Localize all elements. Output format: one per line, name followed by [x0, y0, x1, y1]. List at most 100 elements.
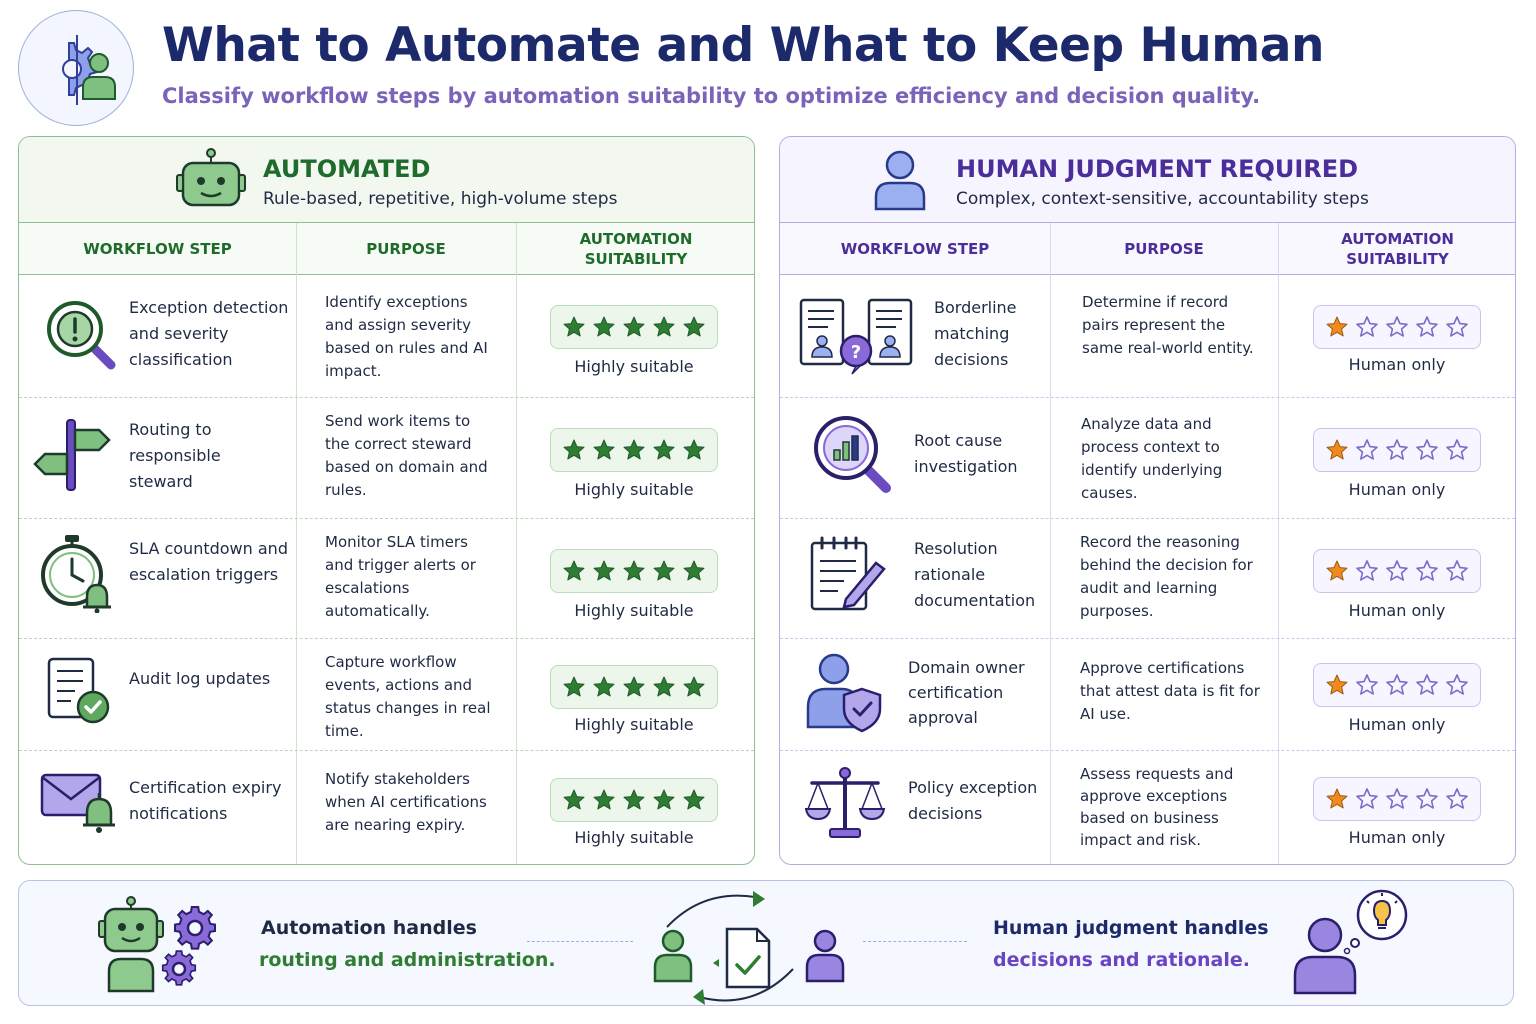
star-empty-icon — [1446, 316, 1468, 337]
footer-automation-line2: routing and administration. — [259, 949, 556, 971]
star-filled-icon — [653, 439, 675, 460]
footer-automation-line1: Automation handles — [261, 917, 477, 939]
rating-stars — [550, 778, 718, 822]
header-logo — [18, 10, 134, 126]
step-label: SLA countdown and escalation triggers — [129, 539, 288, 584]
star-empty-icon — [1356, 316, 1378, 337]
star-filled-icon — [623, 676, 645, 697]
star-filled-icon — [593, 316, 615, 337]
human-title: HUMAN JUDGMENT REQUIRED — [956, 155, 1359, 183]
star-empty-icon — [1386, 788, 1408, 809]
alert-magnifier-icon — [47, 301, 116, 370]
gear-person-icon — [62, 35, 116, 105]
star-empty-icon — [1416, 788, 1438, 809]
footer-human-line1: Human judgment handles — [993, 917, 1269, 939]
purpose-text: Identify exceptions and assign severity … — [325, 293, 488, 380]
summary-footer: Automation handles routing and administr… — [18, 880, 1514, 1006]
star-empty-icon — [1356, 788, 1378, 809]
table-row: Resolution rationale documentation Recor… — [780, 518, 1515, 638]
human-column-headers: WORKFLOW STEP PURPOSE AUTOMATION SUITABI… — [780, 223, 1515, 275]
table-row: Policy exception decisions Assess reques… — [780, 750, 1515, 864]
automated-column-headers: WORKFLOW STEP PURPOSE AUTOMATION SUITABI… — [19, 223, 754, 275]
person-shield-icon — [806, 653, 882, 733]
column-header-purpose: PURPOSE — [1124, 240, 1204, 258]
purpose-text: Notify stakeholders when AI certificatio… — [325, 770, 487, 834]
star-empty-icon — [1386, 560, 1408, 581]
page-title: What to Automate and What to Keep Human — [162, 18, 1324, 73]
step-label: Exception detection and severity classif… — [129, 298, 289, 369]
star-empty-icon — [1356, 560, 1378, 581]
suitability-label: Human only — [1348, 480, 1446, 499]
purpose-text: Monitor SLA timers and trigger alerts or… — [325, 533, 476, 620]
automated-panel-header: AUTOMATED Rule-based, repetitive, high-v… — [19, 137, 754, 223]
column-header-step: WORKFLOW STEP — [840, 240, 990, 258]
page-subtitle: Classify workflow steps by automation su… — [162, 84, 1261, 108]
human-judgment-panel: HUMAN JUDGMENT REQUIRED Complex, context… — [779, 136, 1516, 865]
table-row: Audit log updates Capture workflow event… — [19, 638, 754, 750]
star-empty-icon — [1416, 674, 1438, 695]
step-label: Audit log updates — [129, 669, 271, 688]
star-empty-icon — [1386, 674, 1408, 695]
rating-stars — [1313, 549, 1481, 593]
star-filled-icon — [593, 560, 615, 581]
star-empty-icon — [1446, 560, 1468, 581]
table-row: Routing to responsible steward Send work… — [19, 397, 754, 518]
star-empty-icon — [1446, 439, 1468, 460]
purpose-text: Send work items to the correct steward b… — [325, 412, 488, 499]
step-label: Routing to responsible steward — [129, 420, 221, 491]
star-filled-icon — [623, 789, 645, 810]
column-header-suitability: AUTOMATION SUITABILITY — [1341, 230, 1454, 268]
star-filled-icon — [563, 439, 585, 460]
suitability-label: Human only — [1348, 601, 1446, 620]
star-empty-icon — [1416, 560, 1438, 581]
star-empty-icon — [1356, 674, 1378, 695]
rating-stars — [1313, 663, 1481, 707]
star-filled-icon — [563, 560, 585, 581]
human-description: Complex, context-sensitive, accountabili… — [956, 189, 1369, 209]
star-filled-icon — [683, 560, 705, 581]
table-row: Exception detection and severity classif… — [19, 275, 754, 397]
suitability-label: Highly suitable — [574, 715, 694, 734]
suitability-label: Human only — [1348, 715, 1446, 734]
star-filled-icon — [593, 439, 615, 460]
chart-magnifier-icon — [814, 416, 891, 493]
column-header-purpose: PURPOSE — [366, 240, 446, 258]
star-filled-icon — [653, 560, 675, 581]
star-filled-icon — [1326, 439, 1348, 460]
table-row: SLA countdown and escalation triggers Mo… — [19, 518, 754, 638]
rating-stars — [550, 428, 718, 472]
column-header-step: WORKFLOW STEP — [83, 240, 232, 258]
star-filled-icon — [683, 439, 705, 460]
star-empty-icon — [1356, 439, 1378, 460]
star-empty-icon — [1386, 316, 1408, 337]
star-filled-icon — [623, 316, 645, 337]
star-filled-icon — [1326, 788, 1348, 809]
suitability-label: Highly suitable — [574, 601, 694, 620]
scales-icon — [804, 767, 886, 838]
star-filled-icon — [1326, 316, 1348, 337]
step-label: Certification expiry notifications — [129, 778, 282, 823]
table-row: Certification expiry notifications Notif… — [19, 750, 754, 864]
person-idea-icon — [1293, 889, 1408, 995]
automated-panel: AUTOMATED Rule-based, repetitive, high-v… — [18, 136, 755, 865]
record-match-icon: ? — [799, 298, 913, 375]
star-filled-icon — [593, 789, 615, 810]
star-filled-icon — [623, 439, 645, 460]
suitability-label: Human only — [1348, 828, 1446, 847]
step-label: Domain owner certification approval — [908, 658, 1025, 727]
handoff-cycle-icon — [653, 891, 845, 1005]
suitability-label: Highly suitable — [574, 480, 694, 499]
human-panel-header: HUMAN JUDGMENT REQUIRED Complex, context… — [780, 137, 1515, 223]
star-filled-icon — [563, 316, 585, 337]
star-empty-icon — [1416, 439, 1438, 460]
checklist-icon — [47, 657, 110, 724]
rating-stars — [550, 305, 718, 349]
purpose-text: Analyze data and process context to iden… — [1081, 415, 1223, 502]
signpost-icon — [33, 419, 111, 491]
step-label: Borderline matching decisions — [934, 298, 1017, 369]
suitability-label: Highly suitable — [574, 828, 694, 847]
purpose-text: Approve certifications that attest data … — [1080, 659, 1260, 723]
purpose-text: Determine if record pairs represent the … — [1082, 293, 1254, 357]
purpose-text: Record the reasoning behind the decision… — [1080, 533, 1253, 620]
step-label: Policy exception decisions — [908, 778, 1038, 823]
